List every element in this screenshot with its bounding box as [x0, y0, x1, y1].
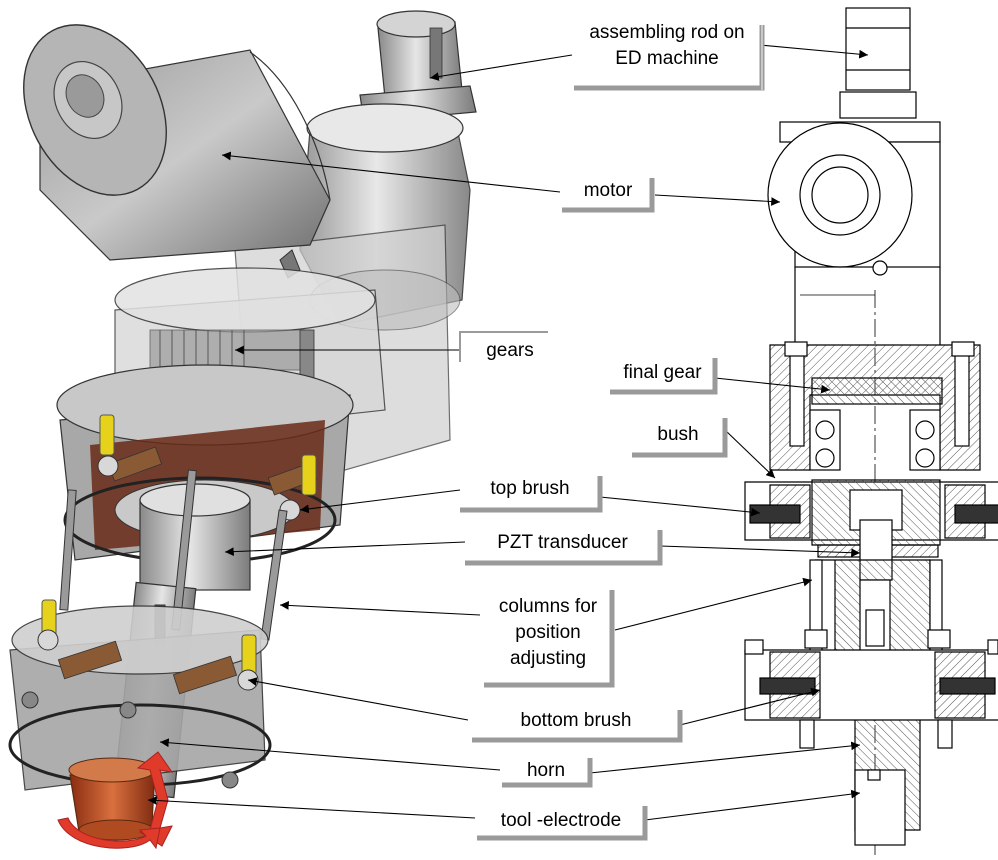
label-assembling-rod-line2: ED machine	[615, 48, 719, 69]
label-top-brush: top brush	[490, 478, 570, 499]
leader-lines	[147, 44, 869, 821]
label-columns: columns for position adjusting	[484, 594, 612, 672]
isometric-assembly	[8, 10, 477, 850]
label-columns-line2: position	[515, 622, 581, 643]
label-horn: horn	[526, 760, 566, 781]
label-tool-electrode: tool -electrode	[500, 810, 622, 831]
motor-3d	[23, 24, 331, 261]
bottom-brush-disk-3d	[8, 599, 272, 791]
rotation-arrow-icon	[57, 817, 161, 850]
label-columns-line3: adjusting	[509, 648, 587, 669]
label-assembling-rod: assembling rod on ED machine	[572, 20, 762, 72]
label-pzt-transducer: PZT transducer	[497, 532, 628, 553]
label-motor: motor	[583, 180, 633, 201]
cross-section-drawing	[744, 7, 998, 855]
label-assembling-rod-line1: assembling rod on	[589, 22, 745, 43]
label-columns-line1: columns for	[498, 596, 598, 617]
label-final-gear: final gear	[623, 362, 702, 383]
label-bush: bush	[657, 424, 699, 445]
label-frames	[459, 25, 765, 841]
label-bottom-brush: bottom brush	[520, 710, 632, 731]
tool-electrode-3d	[68, 757, 156, 841]
label-gears: gears	[486, 340, 534, 361]
